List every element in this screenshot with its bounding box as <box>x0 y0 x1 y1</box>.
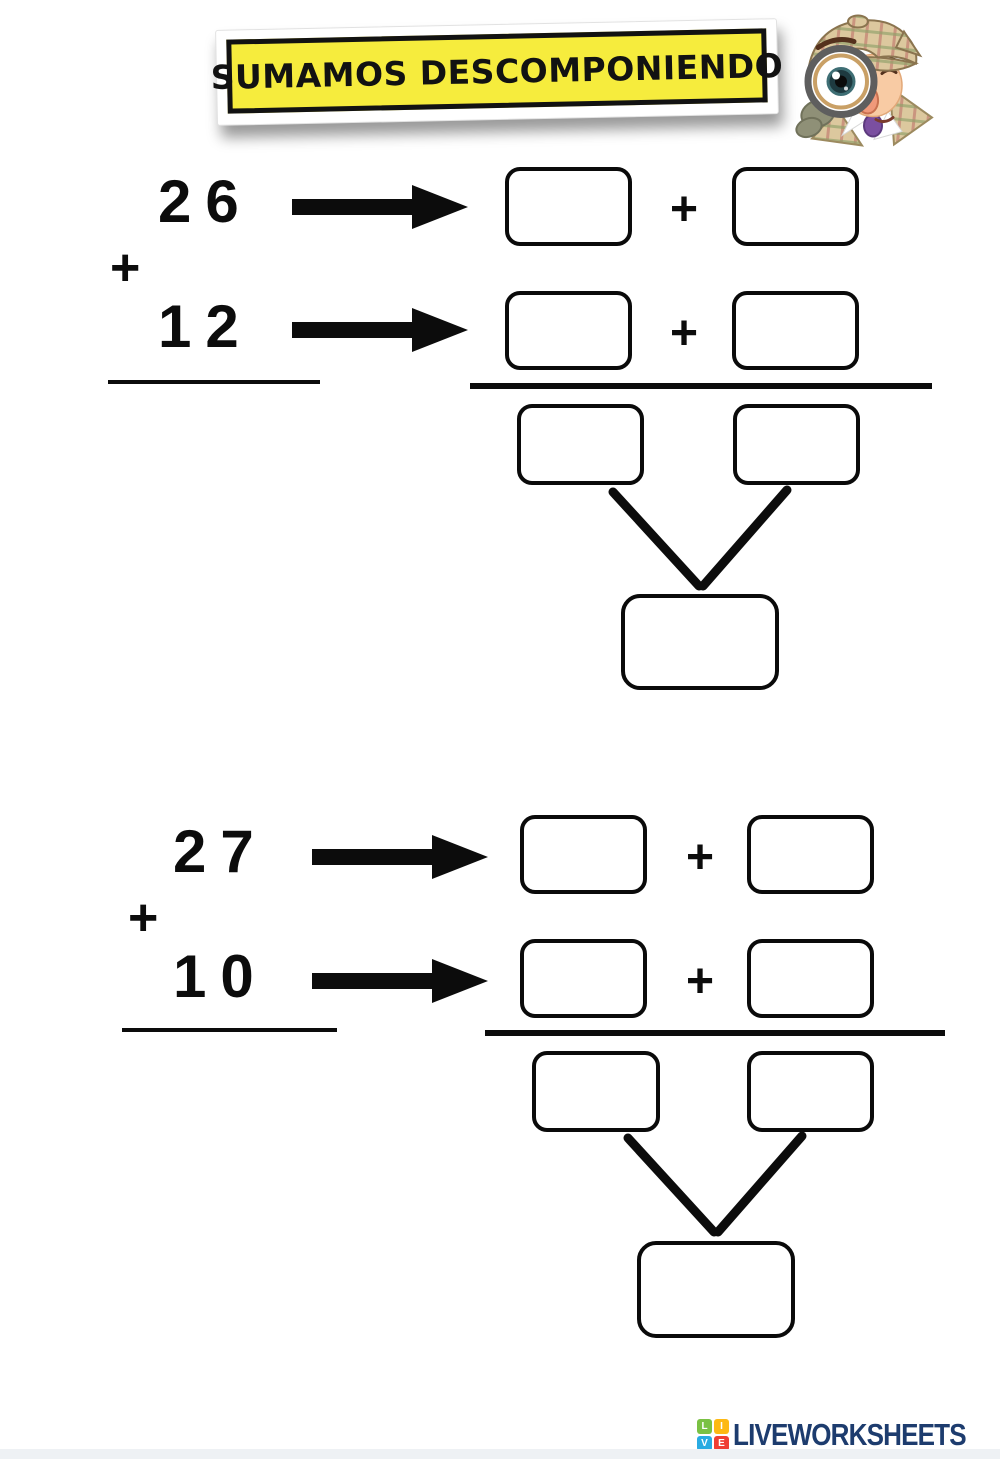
merge-v-connector <box>608 485 792 591</box>
p2-row2-ones-box[interactable] <box>747 939 874 1018</box>
p2-result-box[interactable] <box>637 1241 795 1338</box>
p1-tens-sum-box[interactable] <box>517 404 644 485</box>
p1-addend-2: 12 <box>158 293 253 360</box>
merge-v-connector <box>623 1131 807 1237</box>
p2-addend-2: 10 <box>173 943 268 1010</box>
p1-row1-plus-sign: + <box>669 183 699 236</box>
detective-magnifier-illustration <box>795 14 934 147</box>
p2-addend-1: 27 <box>173 818 268 885</box>
logo-letter-v: V <box>697 1436 712 1451</box>
arrow-right-icon <box>312 959 488 1003</box>
p1-plus-sign: + <box>110 239 141 297</box>
p1-row2-tens-box[interactable] <box>505 291 632 370</box>
p1-addend-1: 26 <box>158 168 253 235</box>
logo-letter-i: I <box>714 1419 729 1434</box>
p2-sum-line-right <box>485 1030 945 1036</box>
arrow-right-icon <box>292 308 468 352</box>
p1-result-box[interactable] <box>621 594 779 690</box>
arrow-right-icon <box>292 185 468 229</box>
logo-letter-l: L <box>697 1419 712 1434</box>
p1-sum-line-right <box>470 383 932 389</box>
p1-row1-tens-box[interactable] <box>505 167 632 246</box>
p2-row1-tens-box[interactable] <box>520 815 647 894</box>
p2-row1-plus-sign: + <box>685 831 715 884</box>
p2-row1-ones-box[interactable] <box>747 815 874 894</box>
p2-ones-sum-box[interactable] <box>747 1051 874 1132</box>
bottom-edge-strip <box>0 1449 1000 1459</box>
p2-sum-line-left <box>122 1028 337 1032</box>
p2-row2-plus-sign: + <box>685 955 715 1008</box>
p2-plus-sign: + <box>128 889 159 947</box>
p1-ones-sum-box[interactable] <box>733 404 860 485</box>
logo-letter-e: E <box>714 1436 729 1451</box>
p2-row2-tens-box[interactable] <box>520 939 647 1018</box>
p2-tens-sum-box[interactable] <box>532 1051 660 1132</box>
liveworksheets-logo: L I V E LIVEWORKSHEETS <box>697 1417 1000 1453</box>
p1-sum-line-left <box>108 380 320 384</box>
p1-row1-ones-box[interactable] <box>732 167 859 246</box>
p1-row2-ones-box[interactable] <box>732 291 859 370</box>
p1-row2-plus-sign: + <box>669 307 699 360</box>
brand-name: LIVEWORKSHEETS <box>733 1417 967 1452</box>
arrow-right-icon <box>312 835 488 879</box>
liveworksheets-grid-icon: L I V E <box>697 1419 729 1451</box>
